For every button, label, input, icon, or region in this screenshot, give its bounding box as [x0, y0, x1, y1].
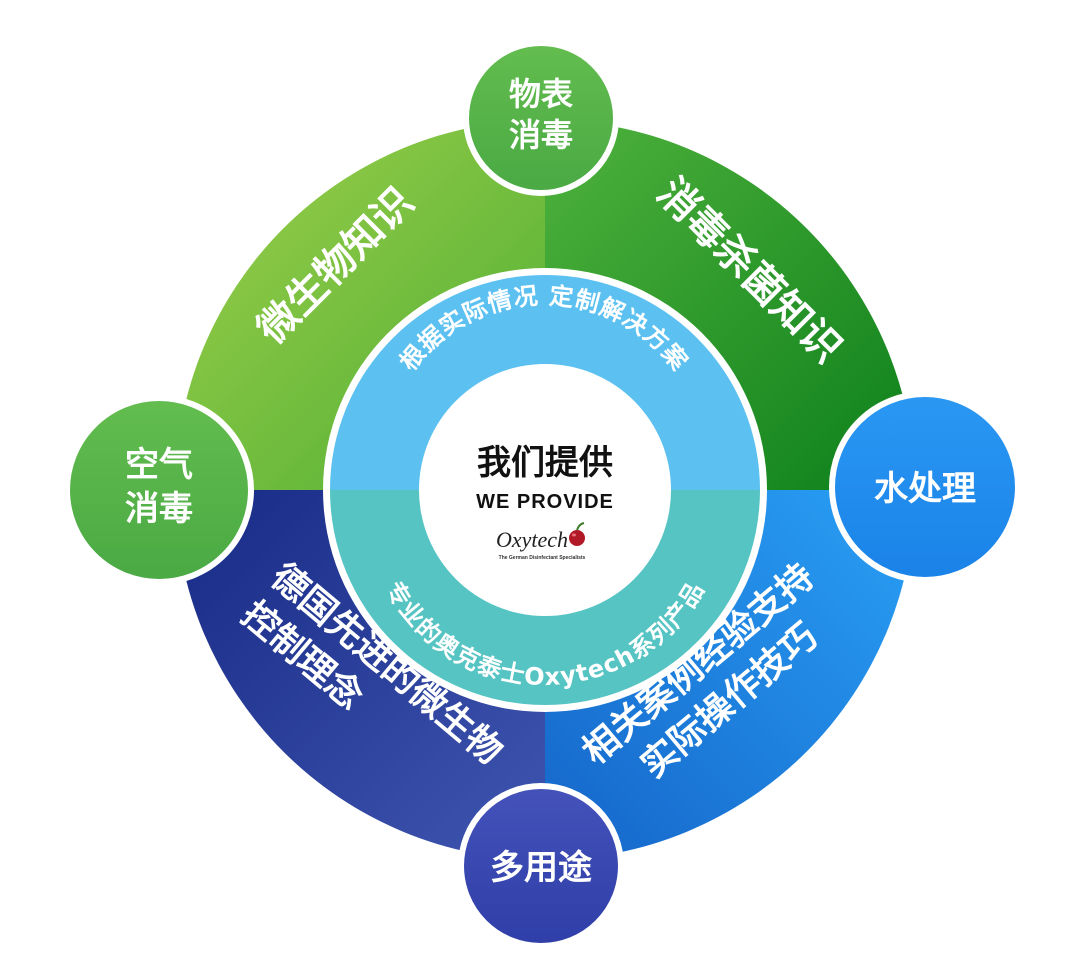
- logo-text: Oxytech: [496, 527, 568, 552]
- center-title-cn: 我们提供: [477, 443, 613, 483]
- satellite-top-line2: 消毒: [509, 116, 573, 154]
- logo-tagline: The German Disinfectant Specialists: [499, 555, 586, 561]
- satellite-left: 空气 消毒: [64, 395, 254, 585]
- satellite-bottom-label: 多用途: [490, 848, 592, 888]
- center-hub: 我们提供 WE PROVIDE Oxytech The German Disin…: [476, 443, 614, 561]
- apple-icon: [569, 522, 585, 546]
- satellite-bottom: 多用途: [458, 783, 624, 949]
- center-title-en: WE PROVIDE: [476, 491, 614, 513]
- inner-ring: 根据实际情况 定制解决方案 专业的奥克泰士Oxytech系列产品: [323, 268, 767, 712]
- satellite-left-line1: 空气: [125, 445, 193, 485]
- satellite-left-line2: 消毒: [125, 489, 193, 529]
- oxytech-logo: Oxytech The German Disinfectant Speciali…: [496, 522, 586, 561]
- satellite-top: 物表 消毒: [463, 40, 619, 196]
- satellite-right: 水处理: [829, 391, 1021, 583]
- satellite-right-label: 水处理: [874, 469, 976, 509]
- satellite-top-line1: 物表: [509, 75, 573, 113]
